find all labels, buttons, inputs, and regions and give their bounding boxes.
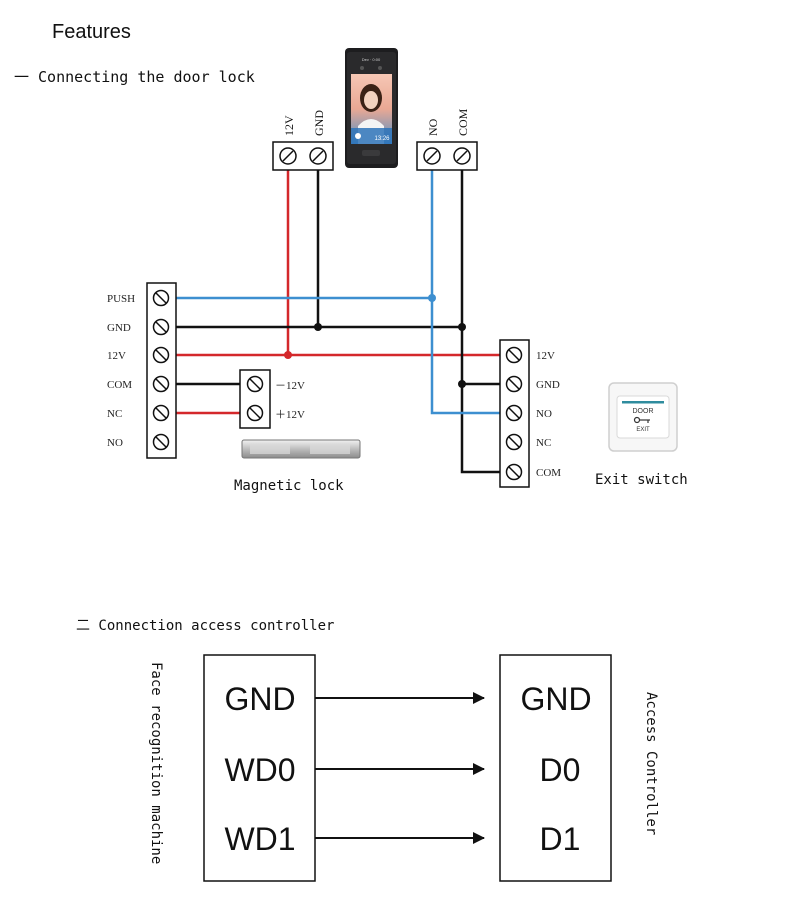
black-junction-gnd: [314, 323, 322, 331]
device-terminal-right: NO COM: [416, 108, 478, 171]
screw-icon: [505, 375, 523, 393]
exit-switch: DOOR EXIT Exit switch: [595, 382, 688, 488]
exit-label-12v: 12V: [536, 350, 555, 362]
exit-plate-bottom: EXIT: [636, 427, 650, 433]
lock-label-plus: ＋12V: [275, 409, 305, 421]
terminal-label-12v: 12V: [282, 115, 296, 136]
controller-term-d1: D1: [540, 821, 581, 857]
device-terminal-left: 12V GND: [272, 110, 334, 171]
psu-label-12v: 12V: [107, 350, 126, 362]
screw-icon: [152, 289, 170, 307]
screw-icon: [505, 346, 523, 364]
key-icon: [633, 416, 650, 424]
psu-label-push: PUSH: [107, 293, 135, 305]
screw-icon: [453, 147, 471, 165]
screw-icon: [152, 318, 170, 336]
psu-label-gnd: GND: [107, 322, 131, 334]
controller-term-gnd: GND: [520, 681, 591, 717]
magnetic-lock-caption: Magnetic lock: [234, 478, 344, 494]
device-top-bar: Dev · 0:00: [362, 57, 381, 62]
screw-icon: [309, 147, 327, 165]
terminal-label-com: COM: [456, 108, 470, 136]
page-title: Features: [52, 21, 131, 43]
black-junction-exit: [458, 380, 466, 388]
psu-label-com: COM: [107, 379, 132, 391]
exit-label-nc: NC: [536, 437, 551, 449]
psu-label-no: NO: [107, 437, 123, 449]
exit-label-com: COM: [536, 467, 561, 479]
screw-icon: [152, 375, 170, 393]
magnetic-lock: －12V ＋12V Magnetic lock: [234, 369, 361, 494]
screw-icon: [152, 346, 170, 364]
lock-label-minus: －12V: [275, 380, 305, 392]
face-term-gnd: GND: [224, 681, 295, 717]
exit-terminal: 12V GND NO NC COM: [499, 339, 561, 488]
screw-icon: [279, 147, 297, 165]
blue-wire-device-no: [430, 158, 500, 415]
access-controller-box: [499, 654, 612, 882]
screw-icon: [505, 404, 523, 422]
psu-label-nc: NC: [107, 408, 122, 420]
screw-icon: [423, 147, 441, 165]
screw-icon: [505, 433, 523, 451]
screw-icon: [505, 463, 523, 481]
blue-junction: [428, 294, 436, 302]
section2-heading: 二 Connection access controller: [76, 618, 334, 634]
exit-plate-top: DOOR: [633, 408, 654, 415]
black-wire-device-com: [460, 158, 500, 474]
face-machine-label: Face recognition machine: [148, 662, 164, 864]
wires: [176, 158, 500, 474]
section1-heading: 一 Connecting the door lock: [14, 68, 255, 86]
access-controller-label: Access Controller: [643, 692, 659, 835]
face-machine-box: [203, 654, 316, 882]
controller-diagram: GND WD0 WD1 GND D0 D1 Face recognition m…: [148, 654, 659, 882]
face-term-wd0: WD0: [224, 752, 295, 788]
face-term-wd1: WD1: [224, 821, 295, 857]
terminal-label-no: NO: [426, 118, 440, 136]
exit-label-no: NO: [536, 408, 552, 420]
screw-icon: [152, 433, 170, 451]
device-status-icon: [355, 133, 361, 139]
black-junction-com: [458, 323, 466, 331]
screw-icon: [246, 375, 264, 393]
face-recognition-device: Dev · 0:00 13:26: [345, 48, 398, 168]
screw-icon: [152, 404, 170, 422]
power-supply-terminal: PUSH GND 12V COM NC NO: [107, 282, 177, 459]
red-junction: [284, 351, 292, 359]
screw-icon: [246, 404, 264, 422]
exit-switch-caption: Exit switch: [595, 472, 688, 488]
terminal-label-gnd: GND: [312, 110, 326, 136]
person-face: [364, 91, 378, 109]
controller-term-d0: D0: [540, 752, 581, 788]
exit-label-gnd: GND: [536, 379, 560, 391]
device-clock: 13:26: [374, 136, 390, 142]
